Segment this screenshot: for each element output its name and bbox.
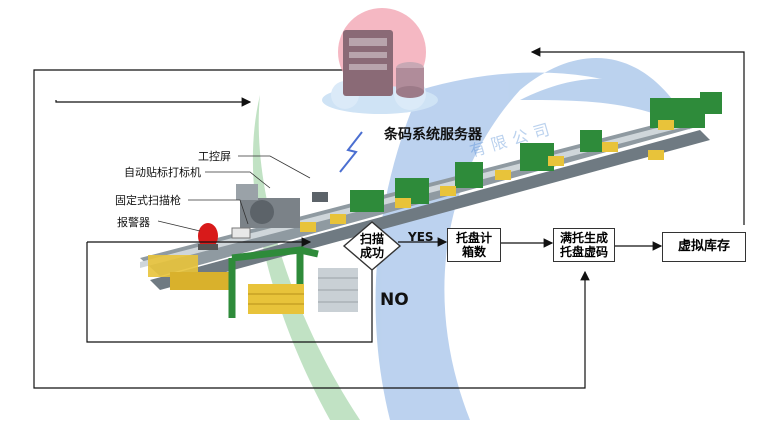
process-flow-lines (86, 237, 663, 343)
labeler-machine-illustration (236, 184, 328, 228)
pallet-count-line-2: 箱数 (461, 245, 486, 259)
palletizer-illustration (148, 246, 358, 318)
pallet-count-box: 托盘计 箱数 (447, 228, 501, 262)
industrial-screen-label: 工控屏 (198, 150, 231, 163)
pallet-code-line-1: 满托生成 (559, 231, 608, 245)
pallet-count-line-1: 托盘计 (455, 231, 492, 245)
yes-label: YES (408, 230, 434, 244)
device-pointer-lines (157, 155, 311, 232)
scanner-icon (231, 227, 251, 239)
alarm-light-icon (198, 223, 218, 250)
no-label: NO (380, 290, 409, 310)
pallet-virtual-code-box: 满托生成 托盘虚码 (553, 228, 615, 262)
server-label: 条码系统服务器 (384, 127, 482, 143)
decision-line-2: 成功 (359, 246, 384, 260)
pallet-code-line-2: 托盘虚码 (559, 245, 608, 259)
auto-labeler-label: 自动贴标打标机 (124, 166, 201, 179)
alarm-label: 报警器 (117, 216, 150, 229)
decision-line-1: 扫描 (359, 232, 384, 246)
wireless-signal-icon (339, 131, 363, 173)
virtual-inventory-line: 虚拟库存 (677, 239, 730, 254)
outer-flow-lines (33, 47, 745, 389)
virtual-inventory-box: 虚拟库存 (662, 232, 746, 262)
decision-label: 扫描 成功 (352, 232, 392, 260)
scan-success-decision (342, 221, 402, 271)
fixed-scanner-label: 固定式扫描枪 (115, 194, 181, 207)
server-illustration (322, 8, 438, 114)
